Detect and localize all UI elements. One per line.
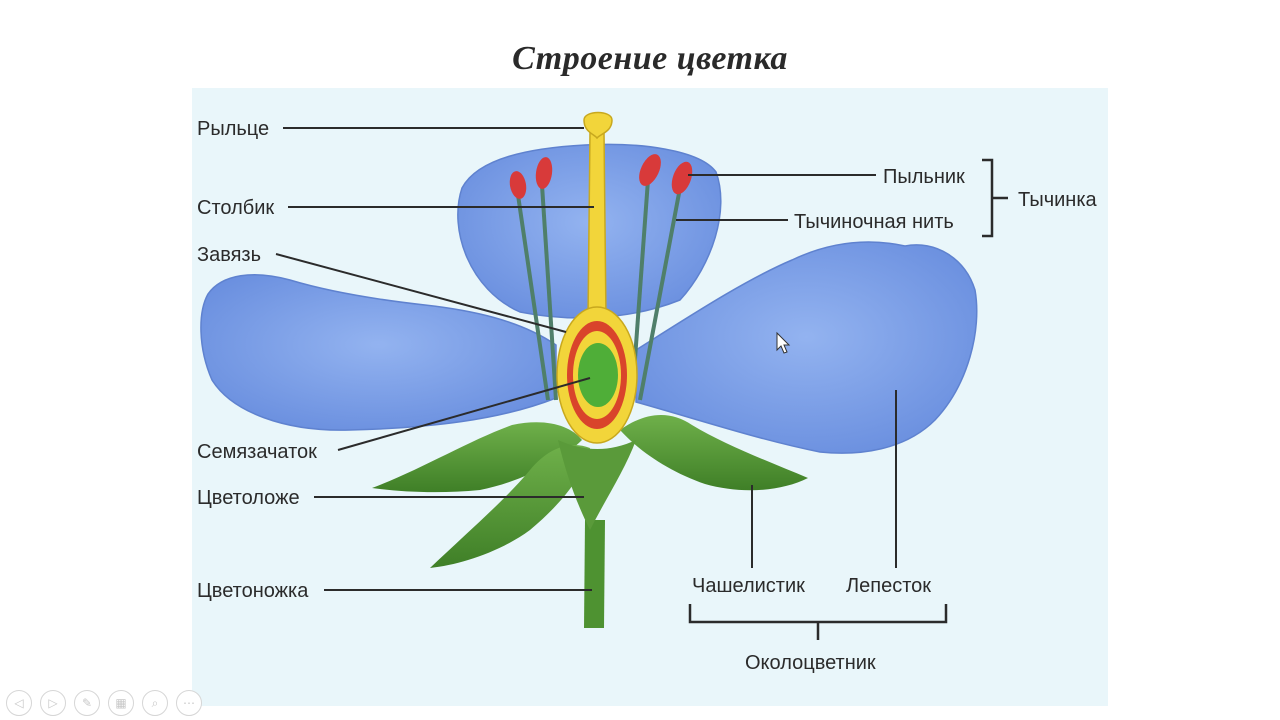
label-pedicel: Цветоножка	[197, 580, 309, 602]
slides-icon[interactable]: ▦	[108, 690, 134, 716]
anther-4	[671, 161, 693, 195]
anther-2	[535, 157, 553, 189]
pistil-style	[587, 131, 607, 321]
filament-2	[540, 184, 558, 401]
zoom-icon[interactable]: ⌕	[142, 690, 168, 716]
petal-right	[635, 241, 978, 454]
pedicel-stem	[584, 520, 605, 628]
leader-ovary	[275, 253, 567, 333]
label-filament: Тычиночная нить	[794, 211, 954, 233]
cursor-icon	[776, 331, 791, 354]
ovule	[578, 343, 618, 407]
label-petal: Лепесток	[846, 575, 931, 597]
label-stamen: Тычинка	[1018, 189, 1098, 211]
label-stigma: Рыльце	[197, 118, 269, 140]
anther-1	[509, 171, 527, 199]
leader-ovule	[337, 377, 591, 451]
pen-icon[interactable]: ✎	[74, 690, 100, 716]
label-sepal: Чашелистик	[692, 575, 805, 597]
bracket-stamen	[982, 158, 1008, 238]
more-icon[interactable]: ⋯	[176, 690, 202, 716]
prev-icon[interactable]: ◁	[6, 690, 32, 716]
label-style: Столбик	[197, 197, 274, 219]
pistil-stigma	[583, 111, 613, 140]
label-receptacle: Цветоложе	[197, 487, 300, 509]
diagram-title: Строение цветка	[512, 40, 788, 77]
bracket-perianth	[688, 604, 948, 640]
label-anther: Пыльник	[883, 166, 965, 188]
filament-1	[516, 194, 550, 401]
next-icon[interactable]: ▷	[40, 690, 66, 716]
receptacle-cup	[558, 440, 636, 530]
sepal-right	[620, 414, 808, 491]
label-perianth: Околоцветник	[745, 652, 876, 674]
label-ovary: Завязь	[197, 244, 261, 266]
label-ovule: Семязачаток	[197, 441, 317, 463]
slideshow-toolbar: ◁ ▷ ✎ ▦ ⌕ ⋯	[6, 690, 202, 716]
petal-left	[200, 274, 557, 431]
anther-3	[639, 154, 661, 186]
filament-4	[638, 187, 682, 401]
sepal-left	[372, 422, 582, 493]
sepal-left-lower	[430, 444, 590, 568]
